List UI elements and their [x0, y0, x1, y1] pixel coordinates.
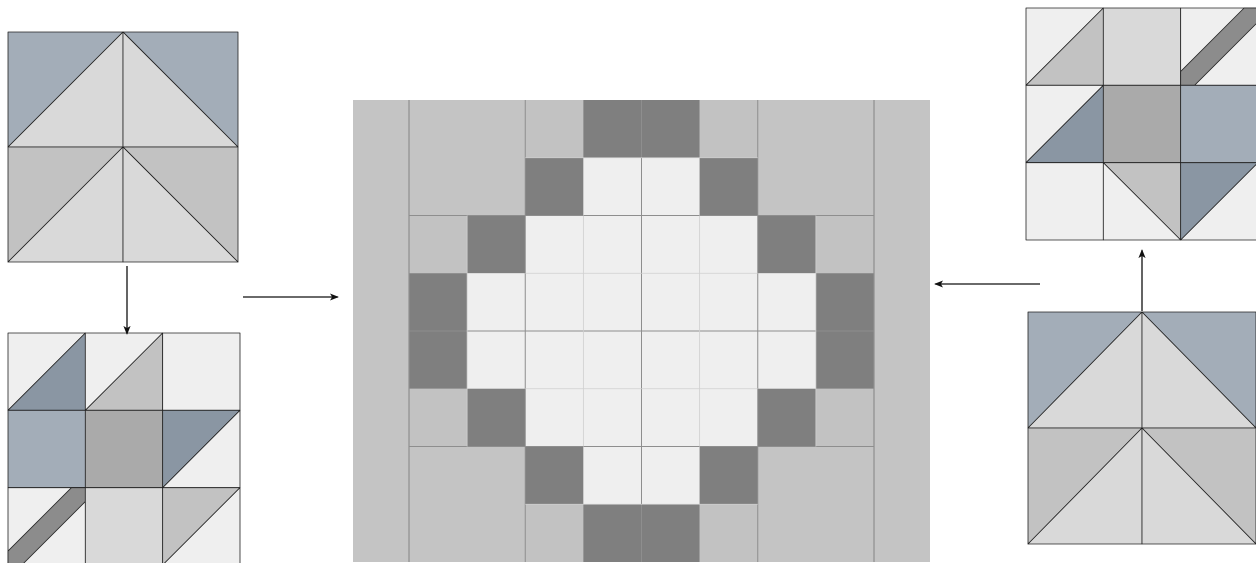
medallion-cell-light [700, 331, 758, 389]
medallion-cell-light [583, 389, 641, 447]
medallion-cell-light [583, 331, 641, 389]
medallion-cell-light [583, 158, 641, 216]
medallion-cell-dark [409, 273, 467, 331]
medallion-cell-light [583, 273, 641, 331]
medallion-cell-dark [700, 158, 758, 216]
medallion-cell-light [583, 447, 641, 505]
medallion-cell-light [642, 158, 700, 216]
leaf-square [1181, 85, 1256, 162]
medallion-cell-light [642, 389, 700, 447]
medallion-cell-dark [642, 100, 700, 158]
medallion-cell-mid [409, 389, 467, 447]
medallion-cell-dark [816, 331, 874, 389]
medallion-cell-mid [816, 216, 874, 274]
medallion-cell-light [525, 273, 583, 331]
maple-leaf-left [8, 333, 240, 563]
medallion-cell-light [583, 216, 641, 274]
medallion-cell-mid [700, 504, 758, 562]
medallion-cell-dark [525, 447, 583, 505]
medallion-cell-light [467, 331, 525, 389]
leaf-center [1103, 85, 1180, 162]
medallion-cell-light [700, 216, 758, 274]
medallion-cell-dark [583, 504, 641, 562]
medallion-cell-dark [700, 447, 758, 505]
medallion-cell-light [525, 331, 583, 389]
medallion-cell-mid [525, 100, 583, 158]
medallion-cell-dark [642, 504, 700, 562]
leaf-center [85, 410, 162, 487]
medallion-cell-light [700, 273, 758, 331]
maple-leaf-right [1026, 8, 1256, 240]
center-medallion [353, 100, 930, 562]
medallion-cell-dark [816, 273, 874, 331]
medallion-cell-dark [467, 216, 525, 274]
medallion-cell-dark [467, 389, 525, 447]
medallion-cell-light [642, 447, 700, 505]
flying-geese-right [1028, 312, 1256, 544]
leaf-square [1103, 8, 1180, 85]
medallion-cell-light [758, 331, 816, 389]
medallion-cell-light [525, 216, 583, 274]
medallion-cell-mid [700, 100, 758, 158]
leaf-bg [1026, 163, 1103, 240]
medallion-cell-mid [525, 504, 583, 562]
medallion-cell-light [642, 331, 700, 389]
leaf-square [8, 410, 85, 487]
medallion-cell-light [758, 273, 816, 331]
medallion-cell-dark [758, 216, 816, 274]
medallion-cell-dark [409, 331, 467, 389]
medallion-cell-light [467, 273, 525, 331]
leaf-square [85, 488, 162, 563]
medallion-cell-dark [525, 158, 583, 216]
medallion-cell-mid [409, 216, 467, 274]
medallion-cell-dark [583, 100, 641, 158]
medallion-cell-light [700, 389, 758, 447]
medallion-cell-dark [758, 389, 816, 447]
leaf-bg [163, 333, 240, 410]
flying-geese-left [8, 32, 238, 262]
medallion-cell-light [642, 273, 700, 331]
medallion-cell-mid [816, 389, 874, 447]
medallion-cell-light [525, 389, 583, 447]
medallion-cell-light [642, 216, 700, 274]
